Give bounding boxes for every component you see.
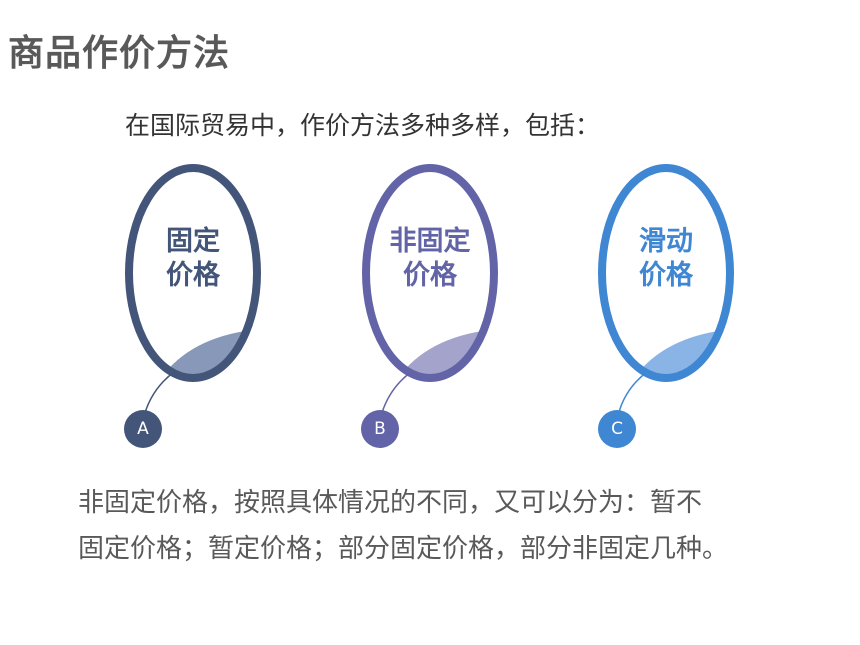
badge-circle-sliding (598, 410, 636, 448)
oval-ring-fixed (125, 164, 261, 382)
label-sliding-line2: 价格 (639, 260, 693, 291)
badge-letter-b: B (374, 419, 386, 439)
oval-fill-nonfixed (398, 330, 494, 378)
oval-ring-sliding (598, 164, 734, 382)
badge-circle-nonfixed (361, 410, 399, 448)
body-paragraph: 非固定价格，按照具体情况的不同，又可以分为：暂不 固定价格；暂定价格；部分固定价… (78, 480, 798, 572)
badge-letter-a: A (137, 419, 149, 439)
oval-fill-sliding (634, 330, 730, 378)
badge-circle-fixed (124, 410, 162, 448)
intro-text: 在国际贸易中，作价方法多种多样，包括： (125, 111, 601, 140)
badge-letter-c: C (611, 419, 623, 439)
label-sliding-price: 滑动 价格 (606, 225, 726, 293)
body-line-2: 固定价格；暂定价格；部分固定价格，部分非固定几种。 (78, 534, 729, 564)
method-card-sliding (598, 164, 734, 448)
method-card-nonfixed (361, 164, 498, 448)
label-nonfixed-line1: 非固定 (389, 226, 471, 257)
oval-fill-fixed (161, 330, 257, 378)
label-fixed-line1: 固定 (166, 226, 220, 257)
body-line-1: 非固定价格，按照具体情况的不同，又可以分为：暂不 (78, 488, 703, 518)
label-nonfixed-price: 非固定 价格 (370, 225, 490, 293)
label-fixed-price: 固定 价格 (133, 225, 253, 293)
page-title: 商品作价方法 (8, 33, 231, 74)
method-card-fixed (124, 164, 261, 448)
oval-ring-nonfixed (362, 164, 498, 382)
label-fixed-line2: 价格 (166, 260, 220, 291)
label-sliding-line1: 滑动 (639, 226, 693, 257)
label-nonfixed-line2: 价格 (403, 260, 457, 291)
